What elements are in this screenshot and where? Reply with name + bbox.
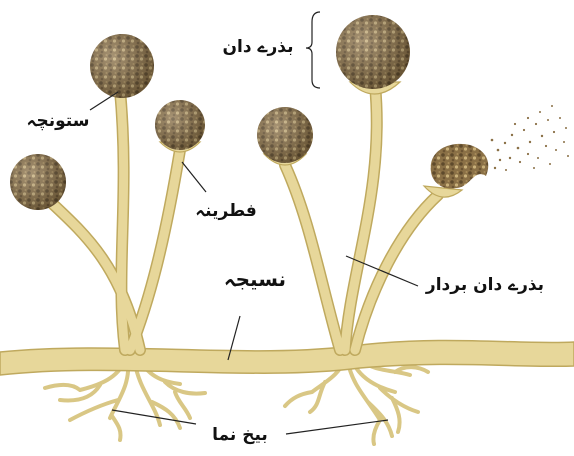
sporangiophore-label: بذرے دان بردار (425, 275, 544, 295)
apophysis-leader (182, 162, 206, 192)
sporangium-bracket (306, 12, 320, 88)
columella-label: ستونچہ (27, 111, 90, 131)
sporangium-burst (431, 144, 489, 189)
stolon-label: نسیجہ (224, 267, 286, 291)
rhizoid-label: بیخ نما (212, 425, 268, 445)
sporangium-label: بذرے دان (223, 37, 294, 57)
apophyses (22, 82, 462, 205)
stolon-hypha (0, 340, 574, 375)
columella-leader (90, 92, 118, 110)
apophysis-label: فطرینہ (195, 201, 257, 221)
released-spores (491, 105, 569, 171)
